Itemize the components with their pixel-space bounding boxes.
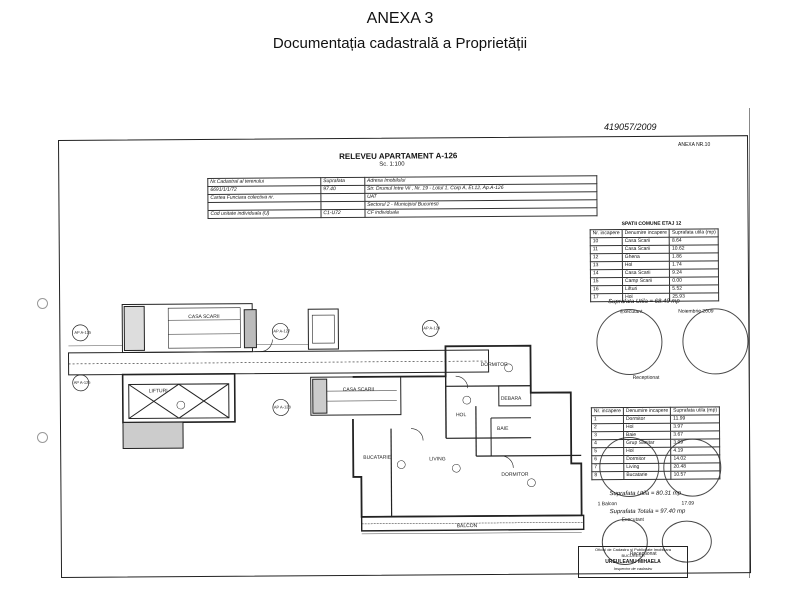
office-name: URSULEANU MIHAELA [605, 559, 661, 565]
cadastral-sheet: RELEVEU APARTAMENT A-126 Sc. 1:100 Nr.Ca… [58, 135, 752, 578]
table-header: Nr. incapere [591, 407, 624, 416]
room-label-debara: DEBARA [501, 396, 522, 402]
table-header: Denumire incapere [622, 229, 670, 238]
floor-plan: AP A-125 AP A-126 AP A-127 AP A-128 AP A… [67, 303, 585, 535]
apartment-outline [352, 344, 583, 518]
common-received: Receptionat [632, 374, 660, 381]
table-header: Suprafata utila (mp) [670, 406, 720, 416]
page-edge [749, 108, 750, 578]
annex-ref: ANEXA NR.10 [678, 142, 711, 148]
circular-stamp [682, 308, 749, 375]
annex-title: ANEXA 3 [366, 10, 434, 27]
office-box: Oficiul de Cadastru si Publicitate Imobi… [578, 546, 688, 578]
balcon-value: 17.09 [681, 500, 695, 507]
common-total: Suprafata Utila = 68.49 mp [608, 298, 680, 306]
marker-label: AP A-126 [74, 380, 92, 385]
room-label-baie: BAIE [497, 426, 509, 432]
punch-hole [37, 298, 48, 309]
marker-label: AP A-127 [273, 328, 291, 333]
room-label-stair-1: CASA SCARII [188, 314, 219, 320]
marker-circle [421, 320, 439, 337]
ghena [307, 308, 339, 350]
balcon-row: 1 Balcon [597, 501, 618, 508]
marker-label: AP A-124 [423, 325, 441, 330]
room-label-dormitor-1: DORMITOR [481, 362, 509, 368]
table-header: Suprafata utila (mp) [669, 228, 719, 238]
marker-circle [71, 324, 89, 342]
room-label-hol: HOL [456, 412, 467, 418]
office-line: Inspector de cadastru [613, 566, 653, 571]
room-label-bucatarie: BUCATARIE [363, 455, 392, 461]
annex-subtitle: Documentația cadastrală a Proprietății [272, 35, 528, 52]
common-table-title: SPATII COMUNE ETAJ 12 [621, 220, 682, 228]
marker-circle [271, 323, 289, 340]
marker-label: AP A-128 [274, 404, 292, 409]
handwritten-number: 419057/2009 [604, 122, 657, 132]
lift-shaft [128, 383, 230, 420]
room-label-dormitor-2: DORMITOR [501, 472, 529, 478]
marker-circle [72, 374, 90, 392]
table-header: Nr. incapere [590, 229, 623, 238]
room-label-living: LIVING [429, 456, 446, 462]
room-label-balcon: BALCON [457, 523, 478, 529]
office-line: BUCURESTI [621, 553, 645, 558]
marker-label: AP A-125 [74, 330, 92, 335]
room-label-lifts: LIFTURI [149, 388, 168, 394]
table-header: Denumire incapere [623, 407, 671, 416]
apartment-total: Suprafata Totala = 97.40 mp [609, 508, 686, 516]
room-label-stair-2: CASA SCARII [343, 387, 374, 393]
apartment-util-total: Suprafata Utila = 80.31 mp [609, 490, 682, 498]
circular-stamp [596, 308, 663, 376]
marker-circle [272, 399, 290, 416]
office-line: Oficiul de Cadastru si Publicitate Imobi… [594, 547, 672, 552]
punch-hole [37, 432, 48, 443]
